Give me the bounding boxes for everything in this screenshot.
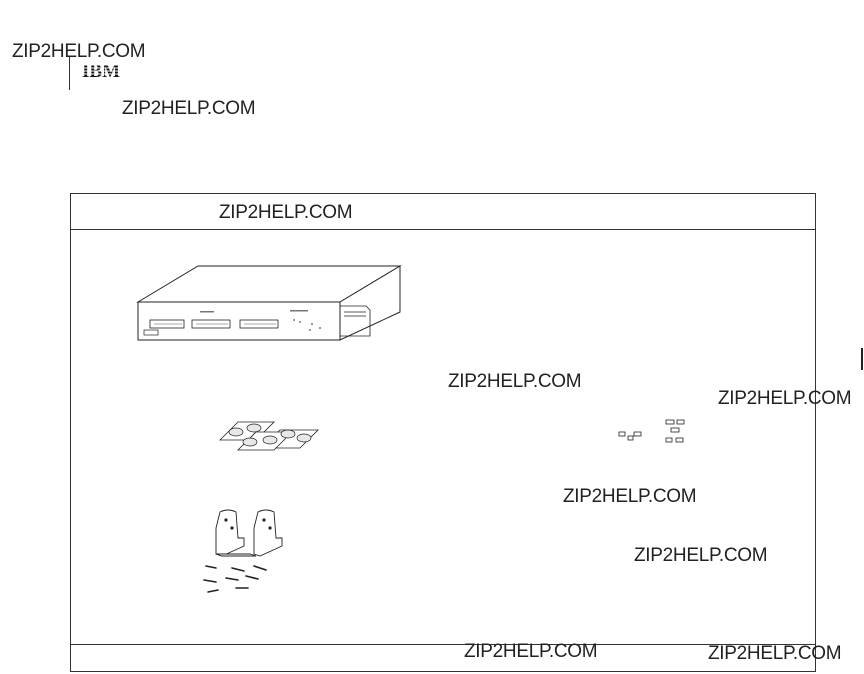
- logo-divider: [69, 57, 70, 90]
- watermark-text: ZIP2HELP.COM: [448, 371, 582, 392]
- contents-frame: [70, 193, 816, 672]
- watermark-text: ZIP2HELP.COM: [718, 388, 852, 409]
- watermark-text: ZIP2HELP.COM: [219, 202, 353, 223]
- frame-footer-divider: [70, 644, 816, 645]
- watermark-text: ZIP2HELP.COM: [634, 545, 768, 566]
- watermark-text: ZIP2HELP.COM: [464, 641, 598, 662]
- ibm-logo: IBM: [74, 61, 128, 82]
- rack-brackets-illustration: [203, 509, 283, 593]
- edge-marker: [861, 348, 863, 370]
- frame-header-divider: [70, 229, 816, 230]
- watermark-text: ZIP2HELP.COM: [563, 486, 697, 507]
- rubber-feet-illustration: [219, 421, 319, 451]
- network-switch-illustration: [136, 265, 402, 341]
- watermark-text: ZIP2HELP.COM: [12, 41, 146, 62]
- small-parts-illustration: [618, 419, 685, 443]
- watermark-text: ZIP2HELP.COM: [122, 98, 256, 119]
- watermark-text: ZIP2HELP.COM: [708, 643, 842, 664]
